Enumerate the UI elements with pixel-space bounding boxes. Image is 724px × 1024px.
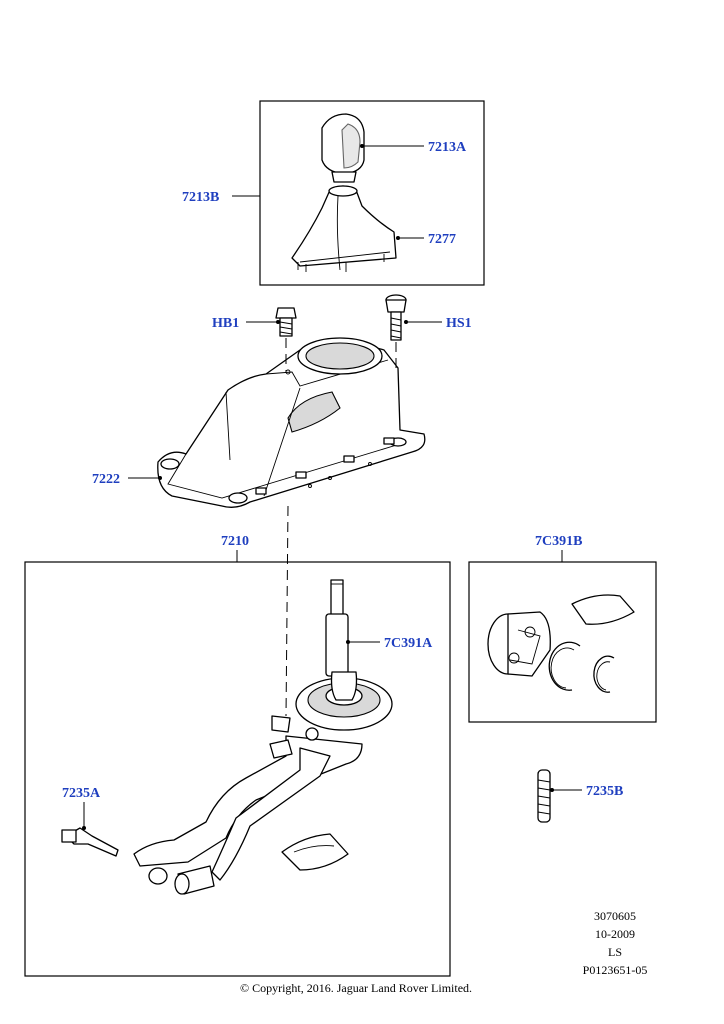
ref-number: 3070605 xyxy=(594,909,636,923)
pin-7235a[interactable] xyxy=(61,827,119,857)
circlip-small[interactable] xyxy=(593,655,615,693)
leader-lines xyxy=(82,144,582,830)
bolt-hb1[interactable] xyxy=(275,307,297,337)
housing-tabs xyxy=(255,437,395,495)
circlip-large[interactable] xyxy=(548,641,581,691)
lever-base[interactable] xyxy=(295,671,393,731)
callout-7235b[interactable]: 7235B xyxy=(586,784,623,799)
callout-7c391b[interactable]: 7C391B xyxy=(535,534,582,549)
alignment-line-center xyxy=(285,505,289,717)
ref-part-id: P0123651-05 xyxy=(583,963,648,977)
copyright-notice: © Copyright, 2016. Jaguar Land Rover Lim… xyxy=(240,981,472,995)
callout-7213b[interactable]: 7213B xyxy=(182,190,219,205)
shifter-housing[interactable] xyxy=(157,337,426,508)
gear-lever[interactable] xyxy=(325,579,349,677)
grease-sachet-kit[interactable] xyxy=(571,594,635,625)
ref-code: LS xyxy=(608,945,622,959)
callout-7213a[interactable]: 7213A xyxy=(428,140,467,155)
callout-7235a[interactable]: 7235A xyxy=(62,786,101,801)
gear-knob[interactable] xyxy=(321,113,365,183)
callout-hb1[interactable]: HB1 xyxy=(212,316,239,331)
bolt-hs1[interactable] xyxy=(385,294,407,341)
gear-boot[interactable] xyxy=(291,185,397,272)
callout-hs1[interactable]: HS1 xyxy=(446,316,472,331)
callout-7222[interactable]: 7222 xyxy=(92,472,120,487)
knob-assembly-box xyxy=(259,100,485,286)
ref-date: 10-2009 xyxy=(595,927,635,941)
kit-bracket[interactable] xyxy=(487,611,551,677)
selector-arm[interactable] xyxy=(133,715,363,895)
pin-7235b[interactable] xyxy=(537,769,551,823)
shifter-assembly-box xyxy=(24,561,451,977)
callout-7277[interactable]: 7277 xyxy=(428,232,456,247)
grease-sachet-left[interactable] xyxy=(281,833,349,871)
callout-7c391a[interactable]: 7C391A xyxy=(384,636,433,651)
callout-7210[interactable]: 7210 xyxy=(221,534,249,549)
